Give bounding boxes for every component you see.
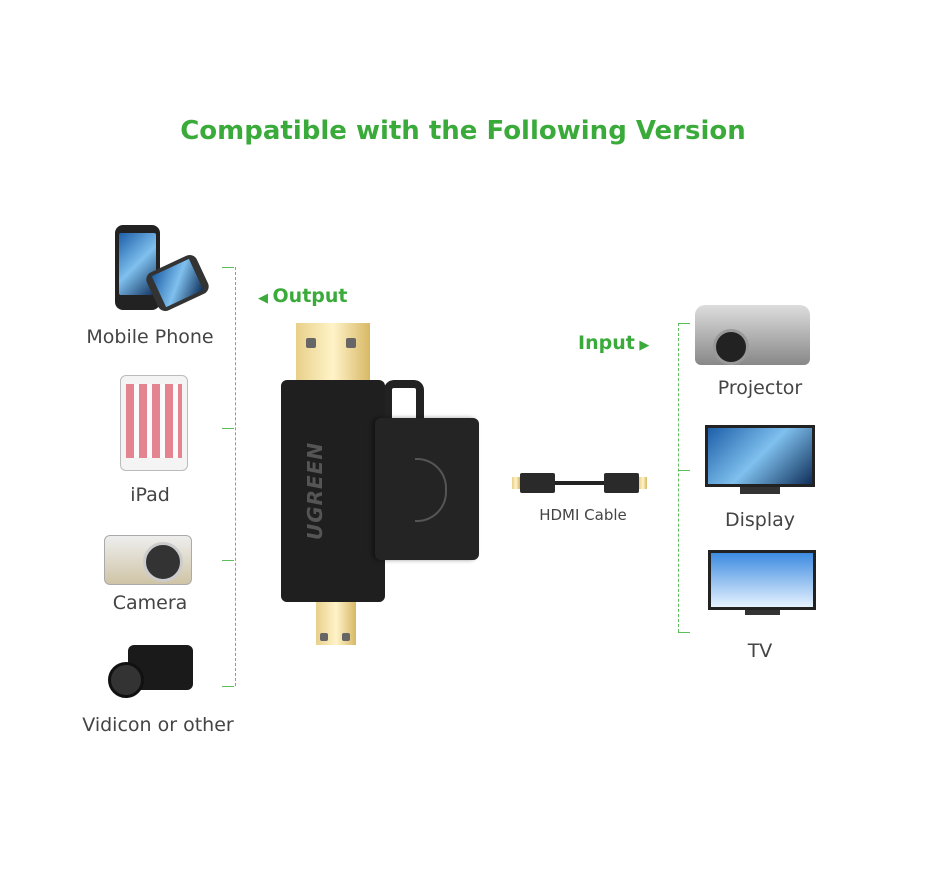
- monitor-stand: [740, 487, 780, 494]
- micro-hdmi-plug: [316, 595, 356, 645]
- input-label: Input ▶: [578, 332, 650, 354]
- mini-hdmi-plug: [296, 323, 370, 383]
- tv-icon: [708, 550, 816, 610]
- page-title: Compatible with the Following Version: [180, 116, 746, 146]
- bracket-tick: [678, 323, 690, 324]
- bracket-tick: [678, 470, 690, 471]
- adapter-loop: [384, 380, 424, 425]
- target-label: TV: [747, 640, 773, 662]
- projector-icon: [695, 305, 810, 365]
- camera-icon: [104, 535, 192, 585]
- source-label: Vidicon or other: [82, 714, 234, 736]
- output-bracket: [235, 267, 236, 686]
- left-arrow-icon: ◀: [258, 291, 273, 306]
- target-label: Display: [724, 509, 796, 531]
- right-arrow-icon: ▶: [634, 338, 650, 353]
- bracket-tick: [678, 632, 690, 633]
- cable-label: HDMI Cable: [539, 506, 627, 524]
- source-label: iPad: [130, 484, 170, 506]
- bracket-tick: [222, 560, 234, 561]
- adapter-body: UGREEN: [281, 380, 385, 602]
- input-bracket: [678, 323, 679, 632]
- camcorder-icon: [108, 640, 193, 700]
- target-label: Projector: [717, 377, 803, 399]
- monitor-icon: [705, 425, 815, 487]
- hdmi-cable-icon: [512, 470, 647, 496]
- bracket-tick: [222, 267, 234, 268]
- output-label: ◀ Output: [258, 285, 348, 307]
- source-label: Mobile Phone: [86, 326, 214, 348]
- source-label: Camera: [112, 592, 188, 614]
- tv-stand: [745, 610, 780, 615]
- bracket-tick: [222, 686, 234, 687]
- hdmi-female-port: [375, 418, 479, 560]
- bracket-tick: [222, 428, 234, 429]
- tablet-icon: [120, 375, 188, 471]
- brand-logo: UGREEN: [303, 441, 327, 540]
